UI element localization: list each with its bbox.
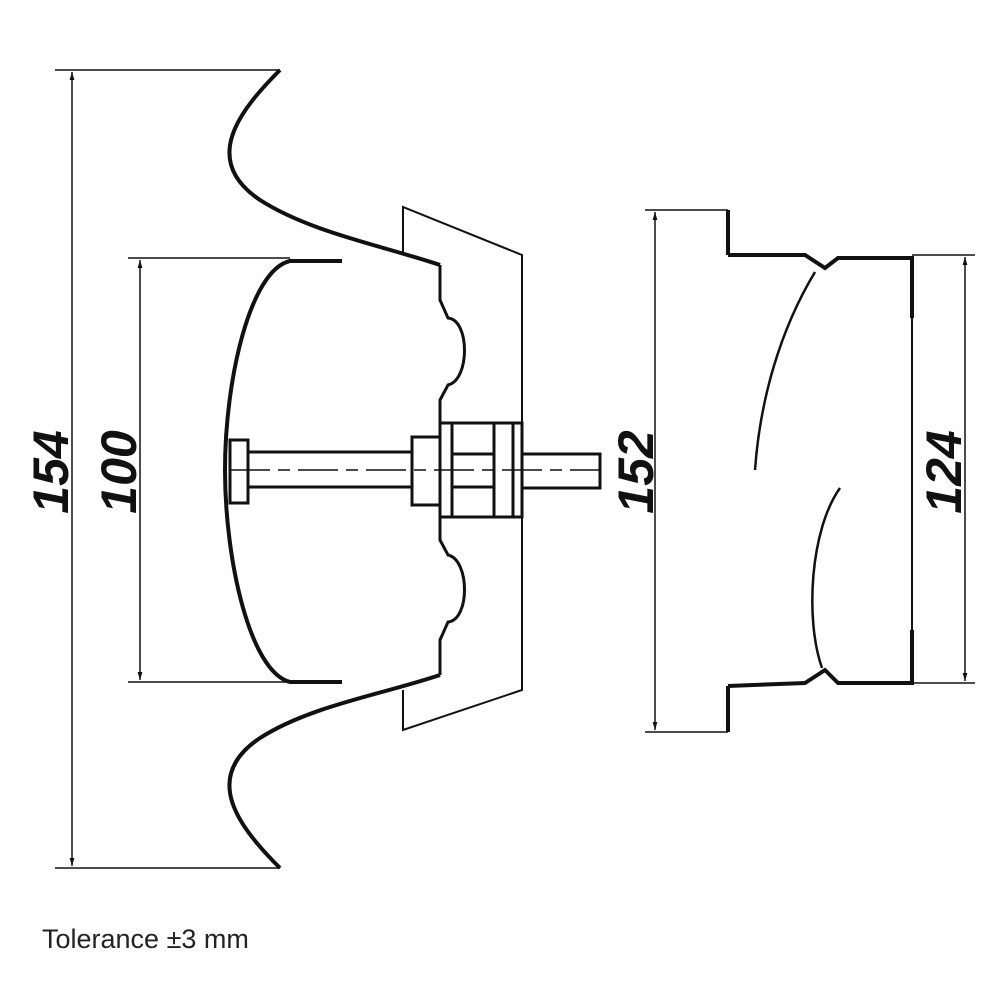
dimension-label-124: 124 bbox=[916, 430, 972, 513]
wall-curve-bottom bbox=[227, 673, 441, 870]
dimension-label-100: 100 bbox=[91, 430, 147, 514]
dimension-label-152: 152 bbox=[608, 430, 664, 514]
dimension-154 bbox=[55, 69, 280, 869]
inner-dome bbox=[222, 259, 342, 684]
dimension-124 bbox=[912, 254, 975, 684]
dimension-152 bbox=[645, 209, 728, 733]
dimension-100 bbox=[128, 257, 290, 683]
tolerance-note: Tolerance ±3 mm bbox=[42, 924, 249, 954]
wall-curve-top bbox=[227, 68, 441, 267]
duct-body bbox=[726, 210, 914, 732]
dimension-label-154: 154 bbox=[23, 430, 79, 513]
bolt-assembly bbox=[228, 421, 602, 519]
